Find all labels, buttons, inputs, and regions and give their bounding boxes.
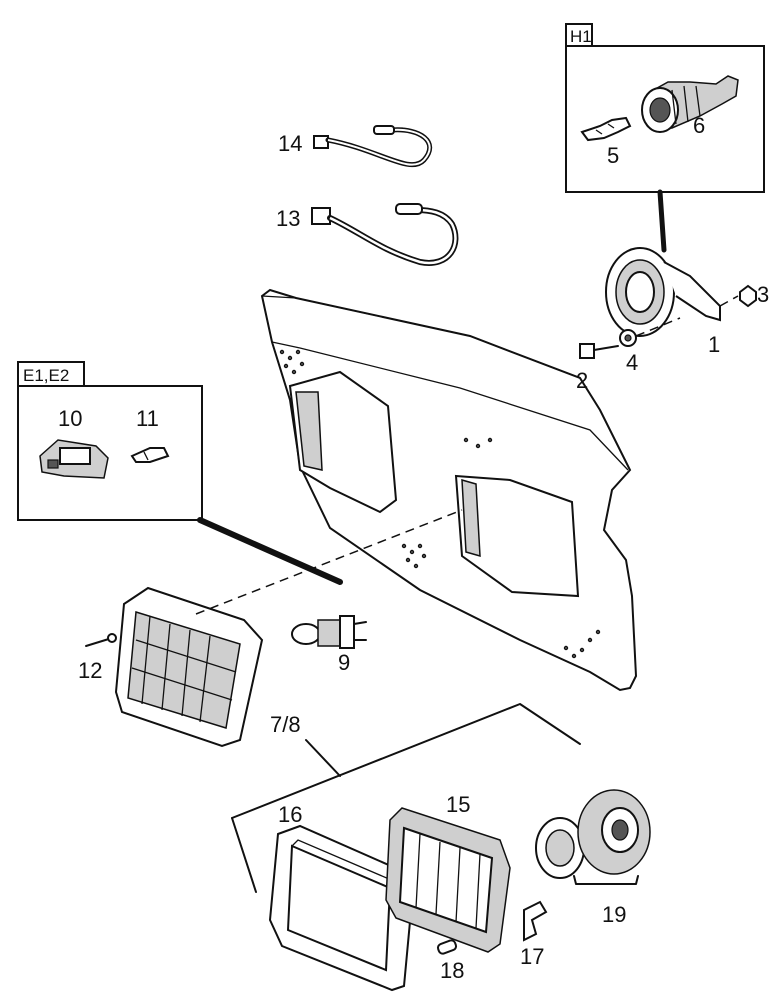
callout-14: 14 (278, 131, 302, 156)
callout-12: 12 (78, 658, 102, 683)
rubber-boot-part-6 (641, 75, 739, 133)
bulb-part-9 (291, 615, 367, 649)
harness-part-14 (313, 125, 433, 168)
bolt-part-2 (579, 343, 619, 359)
callout-7-8: 7/8 (270, 712, 301, 737)
callout-5: 5 (607, 143, 619, 168)
washer-part-4 (619, 329, 637, 347)
assembly-bracket-line (231, 703, 581, 819)
front-panel (260, 288, 638, 692)
callout-11: 11 (136, 406, 159, 431)
nut-part-3 (739, 284, 757, 308)
pin-part-18 (436, 939, 458, 955)
e1e2-label: E1,E2 (23, 366, 69, 385)
callout-3: 3 (757, 282, 769, 307)
callout-2: 2 (576, 368, 588, 393)
connector-part-10 (39, 439, 109, 479)
headlamp-unit (114, 586, 264, 748)
terminal-part-11 (130, 447, 170, 463)
callout-10: 10 (58, 406, 82, 431)
callout-4: 4 (626, 350, 638, 375)
terminal-part-5 (580, 116, 632, 142)
callout-15: 15 (446, 792, 470, 817)
lamp-socket-part-1 (605, 247, 721, 337)
callout-9: 9 (338, 650, 350, 675)
harness-part-13 (311, 203, 459, 266)
callout-13: 13 (276, 206, 300, 231)
bezel-part-16 (268, 824, 414, 992)
callout-18: 18 (440, 958, 464, 983)
h1-label: H1 (570, 27, 592, 46)
lens-part-15 (385, 807, 511, 953)
e1e2-inset: E1,E2 10 11 (17, 361, 203, 521)
callout-16: 16 (278, 802, 302, 827)
e1e2-leader (197, 517, 343, 585)
screw-part-12 (85, 633, 117, 647)
callout-17: 17 (520, 944, 544, 969)
callout-6: 6 (693, 113, 705, 138)
part-19-bracket (573, 875, 639, 885)
h1-inset: H1 5 6 (565, 23, 765, 193)
h1-leader (657, 189, 667, 253)
panel-right-opening (454, 474, 580, 598)
panel-texture (279, 349, 601, 659)
clip-part-17 (523, 900, 548, 942)
callout-19: 19 (602, 902, 626, 927)
callout-1: 1 (708, 332, 720, 357)
reflector-part-19 (535, 789, 651, 879)
